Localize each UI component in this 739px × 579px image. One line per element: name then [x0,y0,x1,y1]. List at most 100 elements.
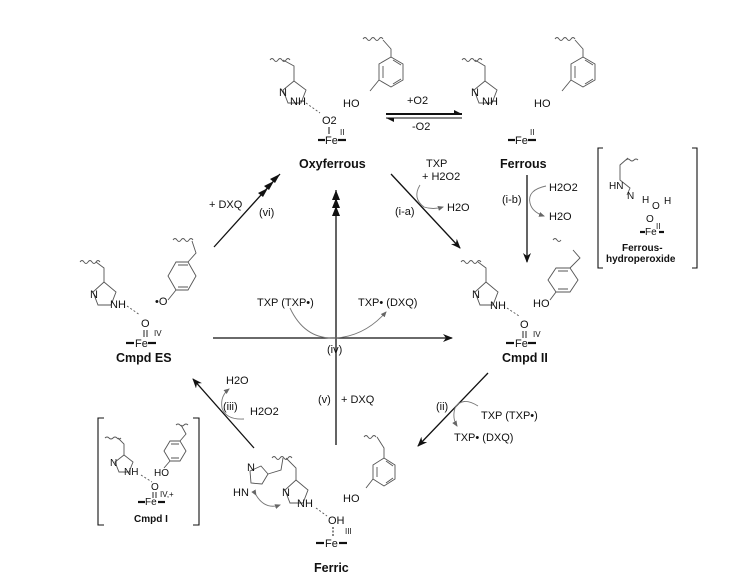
cmpd-i-structure: N NH HO O IV,+ Fe Cmpd I [97,417,200,526]
his-nh-label: NH [110,299,126,311]
fe-label: Fe [515,338,528,350]
wavy-bond [269,58,291,62]
fe-label: Fe [325,135,338,147]
imidazole-ring [284,479,309,504]
o2-equilibrium: +O2 -O2 [386,95,462,133]
fe-o-double-bond [143,330,148,337]
cmpd-ii-label: Cmpd II [502,351,548,365]
wavy-bond [79,260,101,264]
phenol-oh-bond [369,79,380,92]
ferrous-structure: N NH HO Fe II Ferrous [461,37,596,171]
tyr-sidechain [574,39,584,57]
imidazole-ring [114,454,134,473]
v-label: (v) [318,394,331,406]
fe-oxidation-state: II [656,222,660,231]
vi-reagent: + DXQ [209,199,243,211]
i-a-product: H2O [447,202,470,214]
his-n-label: N [282,487,290,499]
tyr-sidechain [569,249,581,269]
his-sidechain [95,261,105,282]
reaction-iv-vertical [332,190,340,445]
bracket-right [692,147,698,269]
fe-oxidation-state: IV [154,329,162,338]
arrow-i-a [390,173,461,249]
ferrous-label: Ferrous [500,157,547,171]
oxo-ligand-label: O [520,319,529,331]
tyr-oh-label: HO [343,98,360,110]
wavy-bond [461,58,483,62]
iii-label: (iii) [223,401,238,413]
phenol-oh-bond [549,291,557,301]
i-a-reagent1: TXP [426,158,447,170]
fe-o-double-bond [152,492,157,498]
phenol-double-bonds [558,270,568,290]
tautomer-curve-arrow [251,489,281,509]
wavy-bond [271,456,293,460]
wavy-bond [625,158,639,162]
phenol-ring [570,56,596,88]
wavy-bond [363,435,377,439]
phenol-double-bonds [178,264,188,288]
arrowhead-2 [332,198,340,208]
o2-ligand-label: O2 [322,115,337,127]
tyr-sidechain [187,240,197,263]
tyr-radical-label: •O [155,296,168,308]
forward-arrowhead [454,110,462,114]
fe-oxidation-state: II [340,128,344,137]
reaction-i-b: (i-b) H2O2 H2O [502,175,578,263]
i-b-curve-arrow [529,185,547,217]
phenol-double-bonds [382,59,402,85]
fe-oxidation-state: IV,+ [160,490,174,499]
reaction-vi: + DXQ (vi) [209,173,281,248]
tyr-sidechain [179,424,187,442]
bracket-left [597,147,603,269]
hydrogen-bond [315,507,328,517]
ii-reagent: TXP (TXP•) [481,410,538,422]
his-nh-label: NH [290,96,306,108]
his-n-label: N [90,289,98,301]
arrow-ii [417,372,489,447]
fe-o-double-bond [522,331,527,338]
iv-curve-arrow [289,307,387,339]
his-n-label: N [279,87,287,99]
his-sidechain [285,457,297,480]
iii-curve-arrow [221,388,245,420]
wavy-bond [460,260,482,264]
phenol-double-bonds [171,443,179,459]
reaction-iii: H2O (iii) H2O2 [192,375,279,449]
h2-label: H [664,196,671,207]
oxo-ligand-label: O [141,318,150,330]
tyr-oh-label: HO [343,493,360,505]
his-nh-label: NH [297,498,313,510]
ferric-structure: N HN N NH HO OH III Fe Ferric [233,435,396,575]
hydroperoxide-label-line1: Ferrous- [622,243,663,254]
his-sidechain [619,157,631,196]
vi-label: (vi) [259,207,274,219]
arrowhead-1 [332,190,340,200]
hydrogen-bond [140,474,153,483]
imidazole-ring [474,281,499,306]
arrowhead-3 [332,206,340,216]
o2-reverse-label: -O2 [412,121,430,133]
bracket-right [193,417,200,526]
his-sidechain [117,437,125,455]
wavy-bond [104,436,122,440]
iv-product: TXP• (DXQ) [358,297,417,309]
tyr-sidechain [376,436,385,458]
fe-oxidation-state: IV [533,330,541,339]
h1-label: H [642,195,649,206]
fe-label: Fe [645,227,657,238]
his-sidechain [282,59,295,81]
his2-hn-label: HN [233,487,249,499]
n-label: N [627,191,634,202]
tyr-oh-label: HO [154,468,169,479]
reaction-i-a: TXP + H2O2 H2O (i-a) [390,158,470,249]
o2-forward-label: +O2 [407,95,428,107]
phenol-ring [378,56,404,88]
phenol-ring [547,267,579,293]
reverse-arrowhead [386,118,394,122]
hydroperoxide-label-line2: hydroperoxide [606,254,676,265]
his-nh-label: NH [490,300,506,312]
his-n-label: N [472,289,480,301]
